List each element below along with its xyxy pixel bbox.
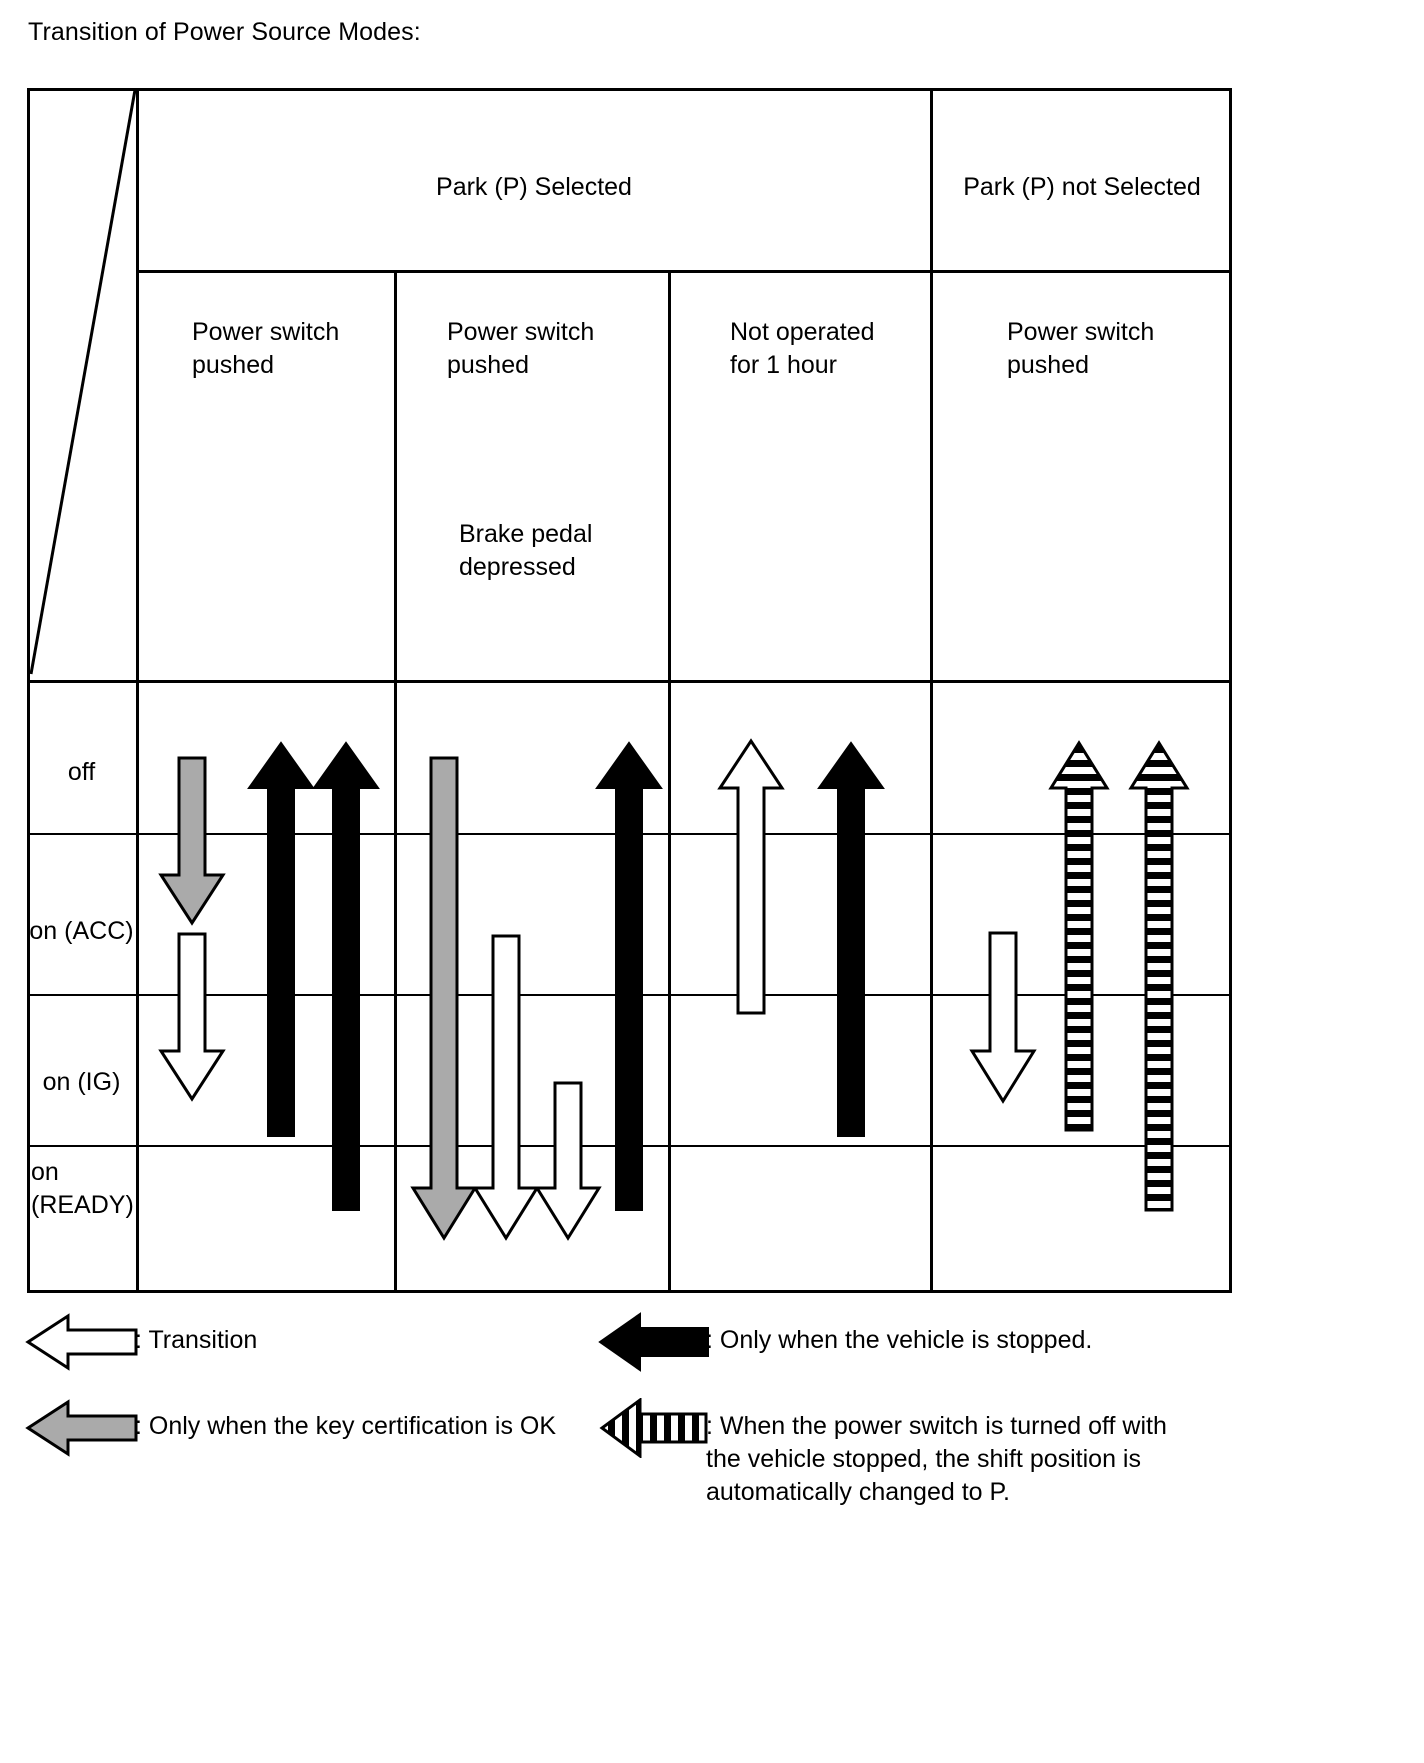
arrow-col1-ready-to-off-solid: [312, 741, 380, 1211]
legend-gray-arrow-icon: [25, 1399, 138, 1457]
transition-arrows-layer: [158, 738, 1190, 1241]
mode-row-label-ig: on (IG): [42, 1068, 121, 1096]
table-outer-border: [27, 88, 1232, 1293]
column-divider-2: [394, 270, 397, 1293]
mode-row-label-ready: on (READY): [31, 1158, 134, 1219]
condition-row-divider: [27, 680, 1232, 683]
page-title: Transition of Power Source Modes:: [28, 18, 421, 46]
corner-diagonal-divider: [29, 89, 137, 675]
condition-col-3-primary: Not operated for 1 hour: [730, 318, 875, 379]
column-divider-4: [930, 88, 933, 1293]
arrow-col1-off-to-acc-gray: [158, 756, 226, 926]
condition-col-4-primary: Power switch pushed: [1007, 318, 1155, 379]
legend-outline-arrow-icon: [25, 1313, 138, 1371]
header-group-park-selected: Park (P) Selected: [436, 173, 632, 201]
condition-col-2-primary: Power switch pushed: [447, 318, 595, 379]
mode-row-label-acc: on (ACC): [29, 917, 134, 945]
arrow-col1-ig-to-off-solid: [247, 741, 315, 1137]
arrow-col2-ready-to-off-solid: [595, 741, 663, 1211]
arrow-col2-ig-to-ready-outline: [534, 1081, 602, 1241]
mode-row-label-off: off: [67, 758, 96, 786]
arrow-col4-ig-to-off-hatched: [1048, 740, 1110, 1132]
arrow-col2-acc-to-ready-outline: [472, 934, 540, 1241]
arrow-col4-acc-to-ig-outline: [969, 931, 1037, 1104]
column-divider-1: [136, 88, 139, 1293]
condition-col-1-primary: Power switch pushed: [192, 318, 340, 379]
legend-item-transition: [22, 1312, 142, 1377]
arrow-col3-acc-to-off-outline: [717, 738, 785, 1015]
legend-hatched-arrow-icon: [599, 1397, 708, 1459]
legend-label-vehicle-stopped: : Only when the vehicle is stopped.: [706, 1326, 1093, 1354]
legend-label-key-certification: : Only when the key certification is OK: [135, 1412, 557, 1440]
condition-col-2-secondary: Brake pedal depressed: [459, 520, 593, 581]
transition-table: Park (P) Selected Park (P) not Selected …: [27, 88, 1232, 1293]
legend-item-vehicle-stopped: [594, 1312, 714, 1377]
arrow-col3-ig-to-off-solid: [817, 741, 885, 1137]
legend: : Transition : Only when the vehicle is …: [22, 1300, 1412, 1740]
legend-item-shift-to-p: [594, 1397, 714, 1463]
header-group-divider: [136, 270, 1232, 273]
legend-solid-arrow-icon: [598, 1312, 709, 1372]
arrow-col4-ready-to-off-hatched: [1128, 740, 1190, 1212]
arrow-col2-off-to-ready-gray: [410, 756, 478, 1241]
header-group-park-not-selected: Park (P) not Selected: [963, 173, 1201, 201]
arrow-col1-acc-to-ig-outline: [158, 932, 226, 1102]
legend-label-shift-to-p: : When the power switch is turned off wi…: [706, 1412, 1167, 1506]
column-divider-3: [668, 270, 671, 1293]
legend-item-key-certification: [22, 1398, 142, 1463]
legend-label-transition: : Transition: [135, 1326, 258, 1354]
